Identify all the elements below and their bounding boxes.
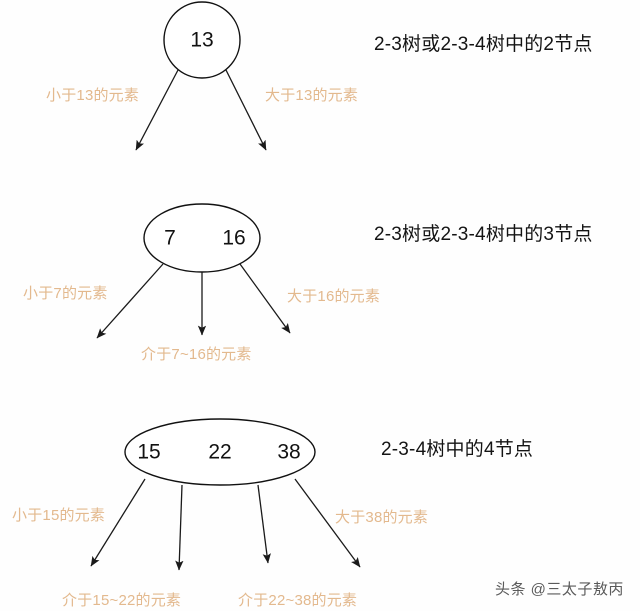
four-node-edge-3 (257, 484, 271, 564)
two-node-edge-right (225, 69, 267, 151)
caption-two-node: 2-3树或2-3-4树中的2节点 (374, 34, 593, 55)
four-node-key-0: 15 (137, 441, 160, 464)
three-node-key-0: 7 (164, 227, 176, 250)
label-four-node-between-2: 介于22~38的元素 (238, 592, 358, 609)
watermark: 头条 @三太子敖丙 (495, 581, 624, 598)
two-node-edge-left (135, 69, 179, 151)
three-node-edge-left (96, 263, 164, 339)
three-node-group: 7 16 (96, 203, 291, 339)
caption-four-node: 2-3-4树中的4节点 (381, 439, 534, 460)
label-three-node-greater: 大于16的元素 (287, 288, 381, 305)
label-three-node-between: 介于7~16的元素 (141, 346, 252, 363)
two-node-key-0: 13 (190, 29, 213, 52)
label-two-node-less: 小于13的元素 (46, 87, 140, 104)
three-node-edge-right (239, 263, 291, 334)
label-three-node-less: 小于7的元素 (23, 285, 108, 302)
four-node-edge-1 (90, 478, 146, 567)
label-four-node-less: 小于15的元素 (12, 507, 106, 524)
two-node-group: 13 (135, 1, 267, 151)
four-node-key-2: 38 (277, 441, 300, 464)
four-node-group: 15 22 38 (90, 418, 361, 571)
label-two-node-greater: 大于13的元素 (265, 87, 359, 104)
four-node-key-1: 22 (208, 441, 231, 464)
two-node-circle (163, 1, 241, 79)
caption-three-node: 2-3树或2-3-4树中的3节点 (374, 224, 593, 245)
label-four-node-greater: 大于38的元素 (335, 509, 429, 526)
four-node-edge-4 (294, 478, 361, 568)
four-node-edge-2 (175, 484, 184, 571)
four-node-ellipse (124, 418, 316, 486)
three-node-key-1: 16 (222, 227, 245, 250)
label-four-node-between-1: 介于15~22的元素 (62, 592, 182, 609)
